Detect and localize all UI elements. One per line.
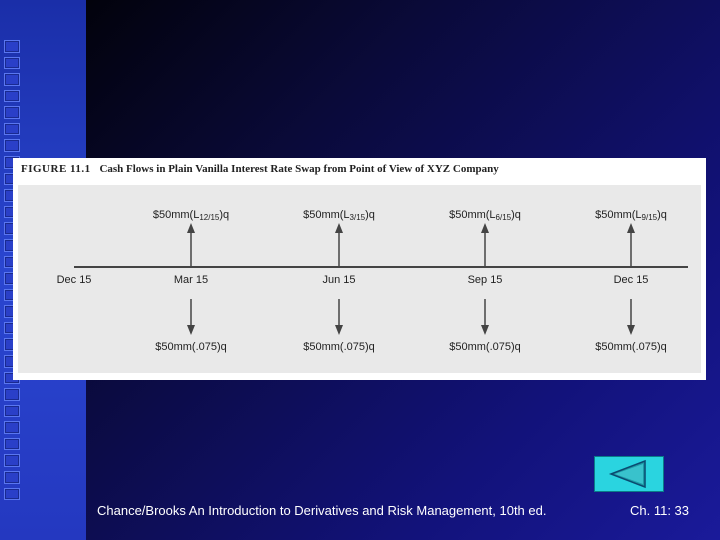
decorative-square: [4, 487, 20, 501]
date-label: Mar 15: [173, 274, 209, 286]
date-label: Sep 15: [467, 274, 503, 286]
decorative-square: [4, 89, 20, 103]
decorative-square: [4, 122, 20, 136]
pay-arrow: [187, 299, 195, 335]
figure-caption: Cash Flows in Plain Vanilla Interest Rat…: [99, 163, 499, 175]
timeline-diagram: [74, 223, 688, 335]
decorative-square: [4, 40, 20, 53]
decorative-square: [4, 106, 20, 119]
date-label: Dec 15: [56, 274, 92, 286]
receive-arrow: [187, 223, 195, 267]
receive-cash-flow-label: $50mm(L12/15)q: [152, 209, 230, 222]
decorative-square: [4, 56, 20, 70]
left-square-column: [0, 40, 22, 501]
footer-page-number: Ch. 11: 33: [630, 503, 690, 518]
receive-arrow: [481, 223, 489, 267]
receive-arrow: [627, 223, 635, 267]
figure-title: FIGURE 11.1 Cash Flows in Plain Vanilla …: [21, 163, 499, 175]
pay-arrow: [627, 299, 635, 335]
decorative-square: [4, 139, 20, 153]
pay-cash-flow-label: $50mm(.075)q: [155, 341, 227, 353]
decorative-square: [4, 388, 20, 401]
pay-cash-flow-label: $50mm(.075)q: [303, 341, 375, 353]
receive-cash-flow-label: $50mm(L3/15)q: [303, 209, 375, 222]
receive-arrow: [335, 223, 343, 267]
decorative-square: [4, 454, 20, 468]
pay-arrow: [481, 299, 489, 335]
back-button[interactable]: [594, 456, 664, 492]
back-triangle-icon: [608, 459, 646, 489]
decorative-square: [4, 437, 20, 451]
pay-arrow: [335, 299, 343, 335]
decorative-square: [4, 73, 20, 86]
receive-cash-flow-label: $50mm(L6/15)q: [449, 209, 521, 222]
pay-cash-flow-label: $50mm(.075)q: [595, 341, 667, 353]
date-label: Jun 15: [322, 274, 356, 286]
decorative-square: [4, 404, 20, 418]
decorative-square: [4, 421, 20, 434]
footer-source: Chance/Brooks An Introduction to Derivat…: [97, 503, 547, 518]
figure-image: FIGURE 11.1 Cash Flows in Plain Vanilla …: [13, 158, 706, 380]
receive-cash-flow-label: $50mm(L9/15)q: [595, 209, 667, 222]
date-label: Dec 15: [613, 274, 649, 286]
pay-cash-flow-label: $50mm(.075)q: [449, 341, 521, 353]
figure-number: FIGURE 11.1: [21, 163, 91, 175]
decorative-square: [4, 471, 20, 484]
timeline-panel: Dec 15 Mar 15 Jun 15 Sep 15 Dec 15 $50mm(L12/…: [18, 185, 701, 373]
